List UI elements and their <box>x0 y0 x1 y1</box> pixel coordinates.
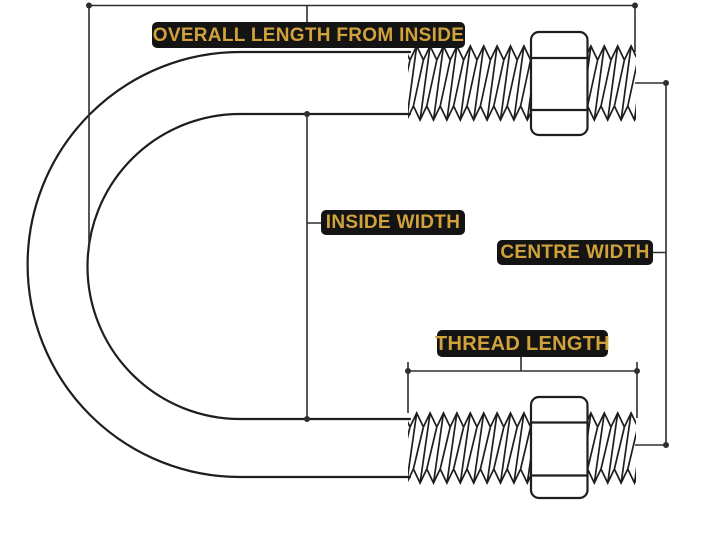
u-bolt-outline <box>26 50 412 479</box>
hex-nut-top <box>529 30 589 137</box>
top-leg-edges <box>238 50 412 116</box>
outer-bend-arc <box>26 50 242 479</box>
dimension-overall-length <box>86 2 638 249</box>
dimension-inside-width <box>304 111 321 422</box>
bottom-leg-edges <box>238 417 412 479</box>
dimension-centre-width <box>635 80 669 448</box>
thread-length-label: THREAD LENGTH <box>435 330 610 357</box>
overall-length-label: OVERALL LENGTH FROM INSIDE <box>152 22 465 48</box>
thread-hatching-bottom <box>408 411 636 485</box>
centre-width-label: CENTRE WIDTH <box>497 240 653 265</box>
inner-bend-arc <box>86 112 242 421</box>
thread-hatching-top <box>408 44 636 122</box>
dimension-thread-length <box>405 357 640 418</box>
hex-nut-bottom <box>529 395 589 500</box>
inside-width-label: INSIDE WIDTH <box>321 210 465 235</box>
